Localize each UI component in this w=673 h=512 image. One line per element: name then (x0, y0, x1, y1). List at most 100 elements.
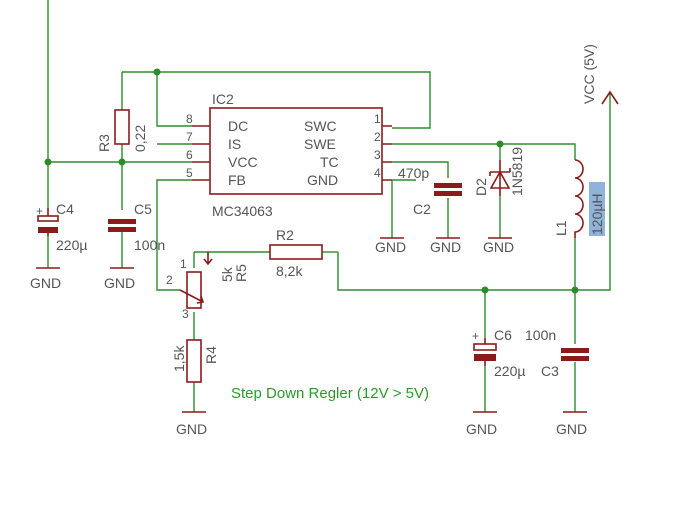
pin-num: 3 (374, 148, 381, 162)
pin-name: IS (228, 136, 241, 152)
gnd-c3: GND (556, 411, 587, 437)
gnd-label: GND (466, 421, 497, 437)
r2-ref: R2 (276, 227, 294, 243)
capacitor-c2: 470p C2 (398, 165, 462, 217)
wire-fb (156, 179, 192, 291)
r5-wiper-arrow (179, 289, 205, 304)
inductor-l1: L1 120µH (553, 159, 605, 238)
wires (47, 0, 611, 412)
c6-value: 220µ (494, 363, 525, 379)
l1-value-highlight (589, 182, 605, 236)
r2-body (269, 244, 323, 260)
c6-ref: C6 (494, 327, 512, 343)
resistor-r4: 1,5k R4 (171, 339, 219, 383)
gnd-d2: GND (483, 237, 514, 255)
l1-value: 120µH (589, 193, 605, 235)
c2-ref: C2 (413, 201, 431, 217)
junction-dot (44, 158, 52, 166)
gnd-label: GND (483, 239, 514, 255)
gnd-label: GND (375, 239, 406, 255)
l1-ref: L1 (553, 220, 569, 236)
l1-coil (574, 159, 584, 238)
r3-body (114, 109, 130, 145)
wire-tc (392, 161, 449, 178)
ic-body (209, 107, 383, 195)
c6-plate-bottom (474, 354, 496, 361)
r3-value: 0,22 (132, 125, 148, 152)
ic-right-pins (382, 125, 392, 181)
r3-ref: R3 (96, 134, 112, 152)
diode-d2: D2 1N5819 (473, 147, 525, 196)
junction-dot (153, 68, 161, 76)
resistor-r2: R2 8,2k (269, 227, 323, 279)
c3-plate-bottom (561, 356, 589, 361)
wire-top-loop (122, 71, 431, 129)
capacitor-c4: + C4 220µ (36, 201, 87, 253)
pin-num: 4 (374, 166, 381, 180)
gnd-label: GND (30, 275, 61, 291)
potentiometer-r5: 1 2 3 5k R5 (166, 252, 249, 321)
junctions (44, 68, 579, 294)
ic-left-pins (192, 125, 210, 181)
gnd-r4: GND (176, 411, 207, 437)
wire-pin8 (156, 72, 192, 127)
pin-num: 6 (186, 148, 193, 162)
r5-body (186, 271, 202, 309)
wire-swe (392, 143, 576, 160)
ic-ref: IC2 (212, 91, 234, 107)
gnd-label: GND (430, 239, 461, 255)
r4-value: 1,5k (171, 345, 187, 372)
capacitor-c5: C5 100n (108, 201, 165, 253)
r2-value: 8,2k (276, 263, 303, 279)
polarity-mark: + (36, 204, 43, 218)
pin-num: 1 (374, 112, 381, 126)
r5-pin-1: 1 (180, 257, 187, 271)
pin-name: SWE (304, 136, 336, 152)
capacitor-c3: 100n C3 (525, 327, 589, 379)
wire-output (337, 92, 611, 291)
c2-value: 470p (398, 165, 429, 181)
junction-dot (571, 286, 579, 294)
r4-body (186, 339, 202, 383)
pin-name: DC (228, 118, 248, 134)
gnd-ic: GND (375, 237, 406, 255)
gnd-label: GND (104, 275, 135, 291)
c2-plate-top (434, 183, 462, 188)
r5-pin-3: 3 (182, 307, 189, 321)
ground-symbols: GND GND GND GND GND GND GND GND (30, 237, 587, 437)
c3-value: 100n (525, 327, 556, 343)
junction-dot (481, 286, 489, 294)
schematic-title: Step Down Regler (12V > 5V) (231, 385, 429, 402)
pin-name: SWC (304, 118, 337, 134)
d2-triangle (489, 170, 511, 189)
pin-name: TC (320, 154, 339, 170)
junction-dot (496, 140, 504, 148)
r5-value: 5k (219, 266, 235, 282)
pin-name: FB (228, 172, 246, 188)
junction-dot (118, 158, 126, 166)
r5-pin-2: 2 (166, 273, 173, 287)
pin-num: 2 (374, 130, 381, 144)
r5-adjust-arrow (203, 252, 213, 266)
vcc-label: VCC (5V) (581, 44, 597, 104)
gnd-c6: GND (466, 411, 497, 437)
pin-num: 8 (186, 112, 193, 126)
ic-part: MC34063 (212, 203, 273, 219)
pin-num: 5 (186, 166, 193, 180)
d2-bar (489, 168, 511, 176)
gnd-c4: GND (30, 267, 61, 291)
gnd-label: GND (176, 421, 207, 437)
gnd-label: GND (556, 421, 587, 437)
c5-plate-top (108, 219, 136, 224)
d2-ref: D2 (473, 178, 489, 196)
gnd-c5: GND (104, 267, 135, 291)
c6-plate-top (473, 343, 497, 351)
c5-ref: C5 (134, 201, 152, 217)
vcc-arrow-icon (601, 90, 619, 105)
pin-num: 7 (186, 130, 193, 144)
gnd-c2: GND (430, 237, 461, 255)
c5-plate-bottom (108, 227, 136, 232)
capacitor-c6: + C6 220µ (472, 327, 525, 379)
c2-plate-bottom (434, 191, 462, 196)
